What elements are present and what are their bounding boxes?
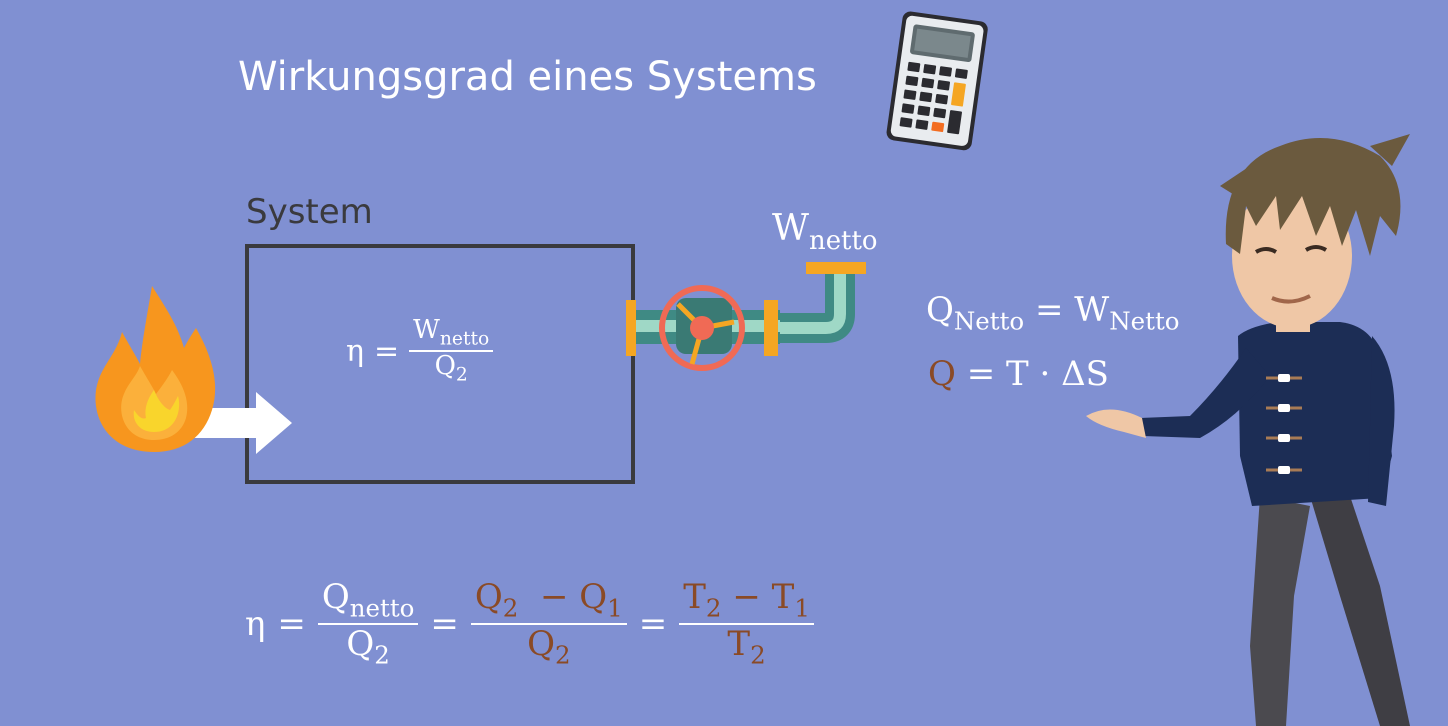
page-title: Wirkungsgrad eines Systems — [238, 54, 817, 100]
minus-sign: − — [732, 577, 761, 617]
q-netto-equation: QNetto = WNetto — [926, 290, 1180, 336]
fraction-q-netto: Qnetto Q2 — [317, 577, 419, 670]
q-symbol: Q — [926, 290, 954, 330]
q-symbol: Q — [474, 577, 503, 617]
minus-sign: − — [539, 577, 569, 617]
numerator: T2 − T1 — [679, 577, 814, 625]
subscript: 1 — [607, 593, 623, 623]
q-symbol: Q — [434, 351, 456, 382]
presenter-character — [1086, 134, 1410, 726]
subscript: Netto — [1109, 306, 1180, 336]
equals-sign: = — [430, 603, 459, 644]
numerator: Qnetto — [317, 577, 419, 625]
efficiency-formula-box: η = Wnetto Q2 — [346, 315, 494, 386]
subscript: 1 — [794, 593, 810, 623]
denominator: Q2 — [342, 623, 393, 670]
q-symbol: Q — [579, 577, 608, 617]
subscript: Netto — [953, 306, 1025, 336]
q-symbol: Q — [321, 577, 350, 617]
t-symbol: T — [727, 623, 751, 664]
t-symbol: T — [771, 577, 795, 617]
denominator: T2 — [723, 623, 769, 670]
fraction-q-difference: Q2 − Q1 Q2 — [470, 577, 627, 670]
calculator-icon — [886, 11, 988, 151]
eta-symbol: η — [346, 333, 364, 369]
denominator: Q2 — [431, 351, 472, 386]
subscript: 2 — [554, 640, 571, 670]
w-netto-label: Wnetto — [772, 208, 877, 256]
w-symbol: W — [1074, 290, 1110, 330]
subscript: 2 — [705, 593, 722, 623]
t-symbol: T — [683, 577, 706, 617]
equals-sign: = — [638, 603, 668, 644]
subscript: netto — [809, 226, 878, 257]
q-symbol: Q — [928, 354, 956, 394]
equals-sign: = — [277, 603, 306, 644]
q-ts-equation: Q = T · ΔS — [928, 354, 1109, 394]
equals-sign: = — [966, 354, 996, 394]
eta-symbol: η — [245, 603, 266, 644]
denominator: Q2 — [523, 623, 574, 670]
q-symbol: Q — [346, 623, 375, 664]
fraction: Wnetto Q2 — [409, 315, 494, 386]
w-symbol: W — [413, 315, 440, 345]
subscript: 2 — [750, 640, 766, 670]
pipe-valve-icon — [626, 262, 866, 371]
flame-icon — [95, 286, 216, 452]
subscript: 2 — [374, 640, 390, 670]
system-box — [245, 244, 635, 484]
fraction-t-difference: T2 − T1 T2 — [679, 577, 814, 670]
q-symbol: Q — [527, 623, 555, 664]
subscript: 2 — [455, 364, 468, 386]
numerator: Q2 − Q1 — [470, 577, 627, 625]
subscript: netto — [349, 593, 415, 623]
equals-sign: = — [373, 333, 400, 369]
main-efficiency-formula: η = Qnetto Q2 = Q2 − Q1 Q2 = T2 − T1 T2 — [245, 577, 814, 670]
numerator: Wnetto — [409, 315, 494, 353]
system-label: System — [246, 192, 373, 232]
subscript: netto — [439, 328, 490, 350]
subscript: 2 — [502, 593, 519, 623]
w-symbol: W — [772, 208, 810, 249]
t-delta-s: T · ΔS — [1006, 354, 1109, 394]
equals-sign: = — [1034, 290, 1064, 330]
